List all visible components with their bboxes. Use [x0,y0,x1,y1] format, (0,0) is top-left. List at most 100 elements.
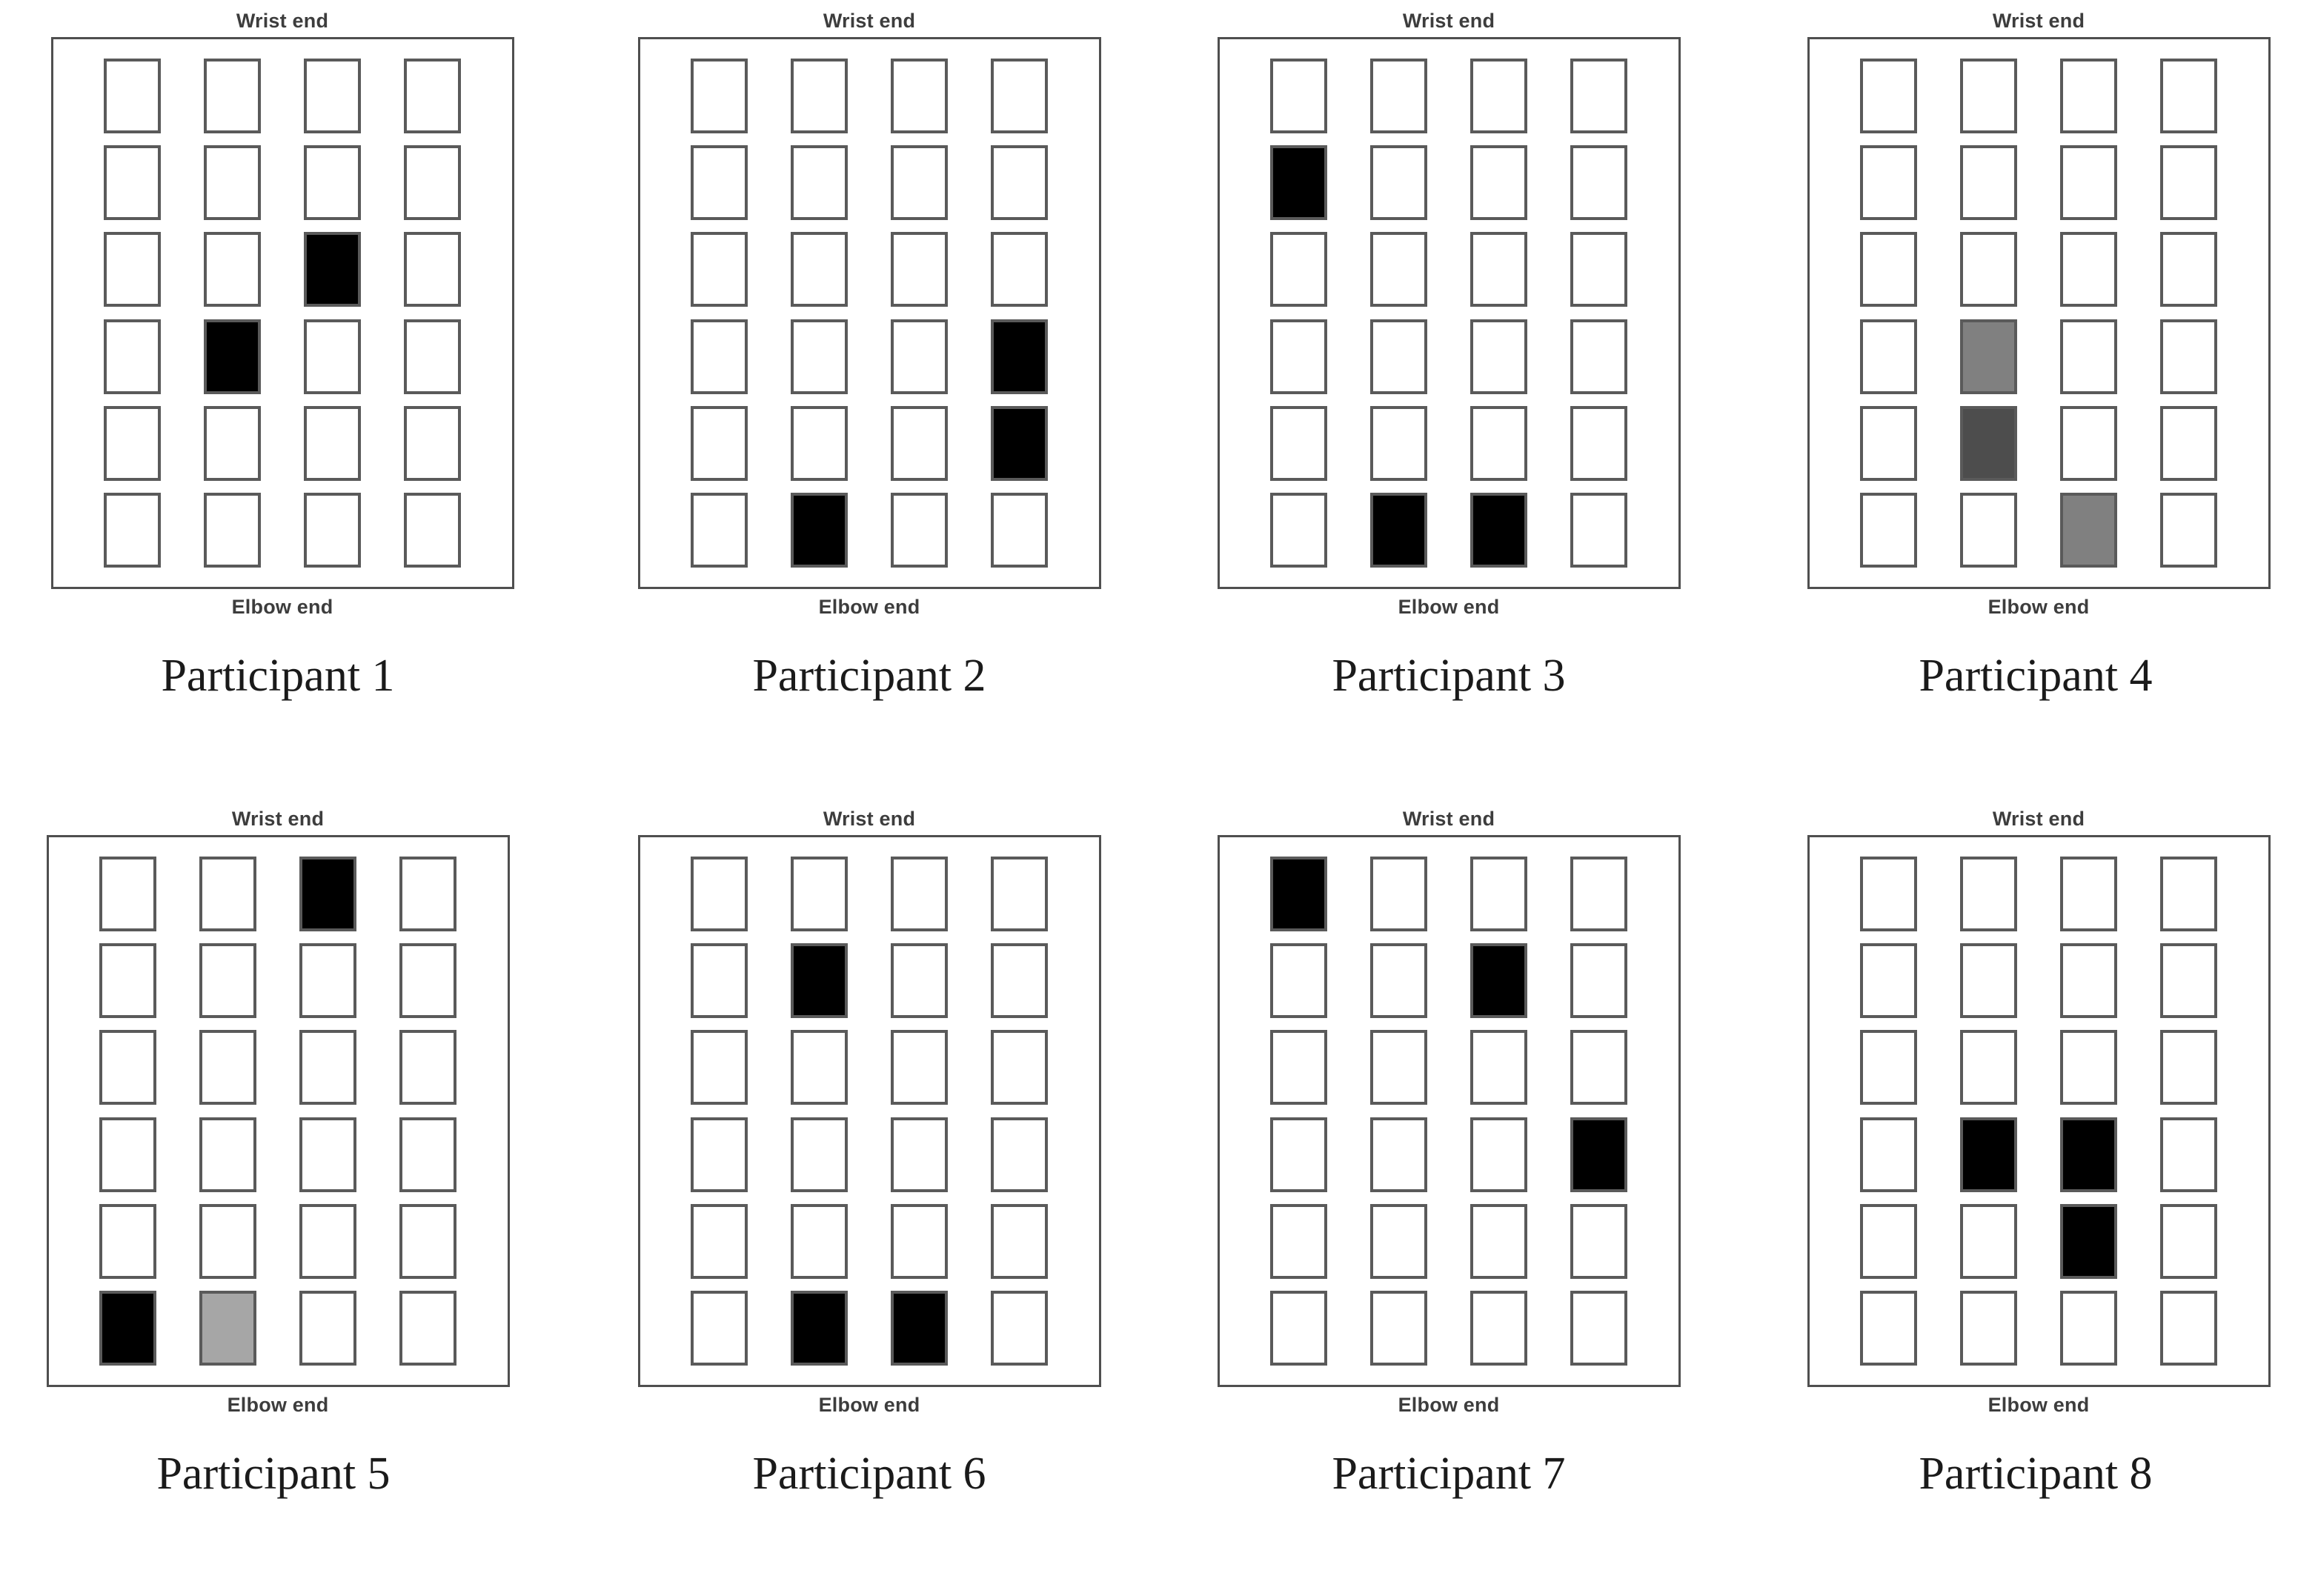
sensor-cell [1370,1117,1428,1192]
sensor-cell [1960,405,2018,481]
wrist-end-label: Wrist end [236,9,329,32]
sensor-cell [99,1203,157,1279]
sensor-cell [691,857,748,932]
sensor-cell [299,943,356,1019]
sensor-cell [2059,59,2117,134]
sensor-cell [1469,1203,1527,1279]
sensor-cell [890,492,948,568]
sensor-cell [890,232,948,307]
sensor-cell [1860,1030,1918,1105]
sensor-cell [890,1203,948,1279]
elbow-end-label: Elbow end [1987,1393,2090,1416]
sensor-cell [204,145,262,221]
sensor-cell [99,1290,157,1366]
elbow-end-label: Elbow end [818,595,920,618]
sensor-cell [303,59,361,134]
participant-caption: Participant 2 [752,651,986,701]
sensor-cell [403,59,461,134]
sensor-cell [303,232,361,307]
sensor-cell [990,1203,1048,1279]
sensor-cell [1469,1290,1527,1366]
sensor-cell [990,59,1048,134]
sensor-cell [1469,943,1527,1019]
wrist-end-label: Wrist end [231,807,325,830]
sensor-cell [99,857,157,932]
sensor-cell [299,1203,356,1279]
sensor-grid [50,37,514,589]
sensor-cell [890,59,948,134]
sensor-cell [1370,943,1428,1019]
sensor-cell [1570,1117,1627,1192]
sensor-cell [990,405,1048,481]
wrist-end-label: Wrist end [1992,9,2085,32]
sensor-cell [1370,319,1428,394]
sensor-cell [1570,943,1627,1019]
sensor-cell [1469,145,1527,221]
sensor-cell [1860,405,1918,481]
sensor-cell [1270,492,1328,568]
sensor-cell [1469,857,1527,932]
sensor-cell [990,857,1048,932]
sensor-cell [399,943,456,1019]
sensor-cell [2059,232,2117,307]
sensor-cell [199,1290,257,1366]
sensor-cell [299,1290,356,1366]
sensor-cell [99,943,157,1019]
sensor-cell [1469,492,1527,568]
sensor-cell [2159,492,2217,568]
sensor-cell [2159,405,2217,481]
sensor-cell [1270,943,1328,1019]
sensor-cell [2059,1030,2117,1105]
sensor-cell [1860,857,1918,932]
sensor-cell [1960,1290,2018,1366]
sensor-cell [2059,319,2117,394]
sensor-cell [890,857,948,932]
sensor-cell [1270,405,1328,481]
sensor-cell [691,319,748,394]
sensor-cell [791,1117,849,1192]
sensor-cell [2059,1117,2117,1192]
sensor-cell [2159,319,2217,394]
sensor-cell [2059,943,2117,1019]
sensor-cell [791,1030,849,1105]
sensor-cell [990,492,1048,568]
sensor-cell [791,232,849,307]
wrist-end-label: Wrist end [823,807,916,830]
sensor-cell [691,492,748,568]
sensor-cell [1370,857,1428,932]
sensor-cell [199,943,257,1019]
sensor-cell [1469,232,1527,307]
sensor-cell [990,943,1048,1019]
sensor-cell [1469,59,1527,134]
wrist-end-label: Wrist end [1402,807,1495,830]
sensor-cell [1960,232,2018,307]
sensor-cell [1960,1117,2018,1192]
sensor-grid [637,37,1101,589]
sensor-cell [1370,232,1428,307]
sensor-cell [1960,145,2018,221]
sensor-cell [990,145,1048,221]
sensor-cell [1570,319,1627,394]
sensor-cell [104,59,162,134]
sensor-cell [1860,1117,1918,1192]
sensor-cell [691,145,748,221]
participant-caption: Participant 5 [156,1449,391,1499]
sensor-cell [1860,232,1918,307]
sensor-cell [1570,492,1627,568]
sensor-cell [1469,1030,1527,1105]
sensor-cell [1570,1030,1627,1105]
sensor-cell [2159,943,2217,1019]
sensor-cell [990,1290,1048,1366]
sensor-cell [303,405,361,481]
sensor-cell [890,1030,948,1105]
sensor-grid [1217,37,1681,589]
sensor-cell [791,1290,849,1366]
sensor-cell [1270,1117,1328,1192]
sensor-cell [104,232,162,307]
sensor-cell [2159,1030,2217,1105]
sensor-cell [1960,1203,2018,1279]
participant-caption: Participant 7 [1332,1449,1566,1499]
